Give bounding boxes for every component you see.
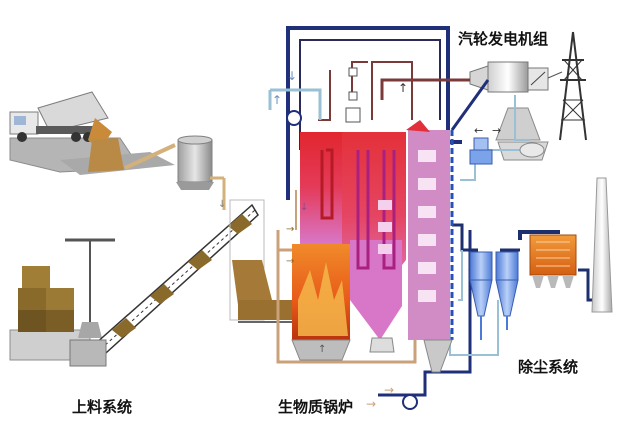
svg-text:→: →	[384, 383, 394, 397]
boiler-feed-hopper	[229, 199, 300, 323]
conveyor-belt	[69, 203, 259, 367]
svg-text:↓: ↓	[300, 202, 308, 213]
storage-silo	[176, 135, 214, 190]
bag-filter	[529, 234, 577, 288]
dust-removal-label: 除尘系统	[518, 358, 578, 376]
transmission-tower-icon	[559, 31, 587, 141]
cyclone-separator	[469, 251, 519, 340]
feeding-system: ↓	[9, 91, 300, 416]
chimney	[591, 177, 613, 313]
turbine-generator-set: 汽轮发电机组	[458, 30, 587, 161]
steam-drum-valve	[345, 107, 361, 123]
pump-icon	[402, 394, 418, 410]
pump-icon	[286, 110, 302, 126]
dump-truck-icon	[9, 91, 109, 142]
svg-text:→: →	[286, 224, 294, 235]
svg-text:→: →	[492, 124, 501, 137]
dust-removal-system: 除尘系统	[469, 177, 613, 376]
svg-text:→: →	[286, 256, 294, 267]
condenser	[469, 137, 545, 165]
svg-text:↑: ↑	[272, 93, 282, 107]
grab-crane	[65, 238, 115, 338]
svg-text:↑: ↑	[318, 344, 326, 355]
feeding-system-label: 上料系统	[72, 398, 132, 416]
svg-text:↓: ↓	[287, 69, 297, 83]
biomass-boiler-label: 生物质锅炉	[278, 398, 353, 416]
svg-text:↑: ↑	[398, 81, 408, 95]
turbine-generator-label: 汽轮发电机组	[458, 30, 548, 48]
svg-text:→: →	[366, 397, 376, 411]
svg-text:←: ←	[474, 124, 483, 137]
svg-text:↓: ↓	[218, 199, 226, 210]
biomass-boiler: ↓ → → ↑ ↑ ↑ ↓ ← → ↓ → → 生物质锅炉	[272, 69, 501, 416]
